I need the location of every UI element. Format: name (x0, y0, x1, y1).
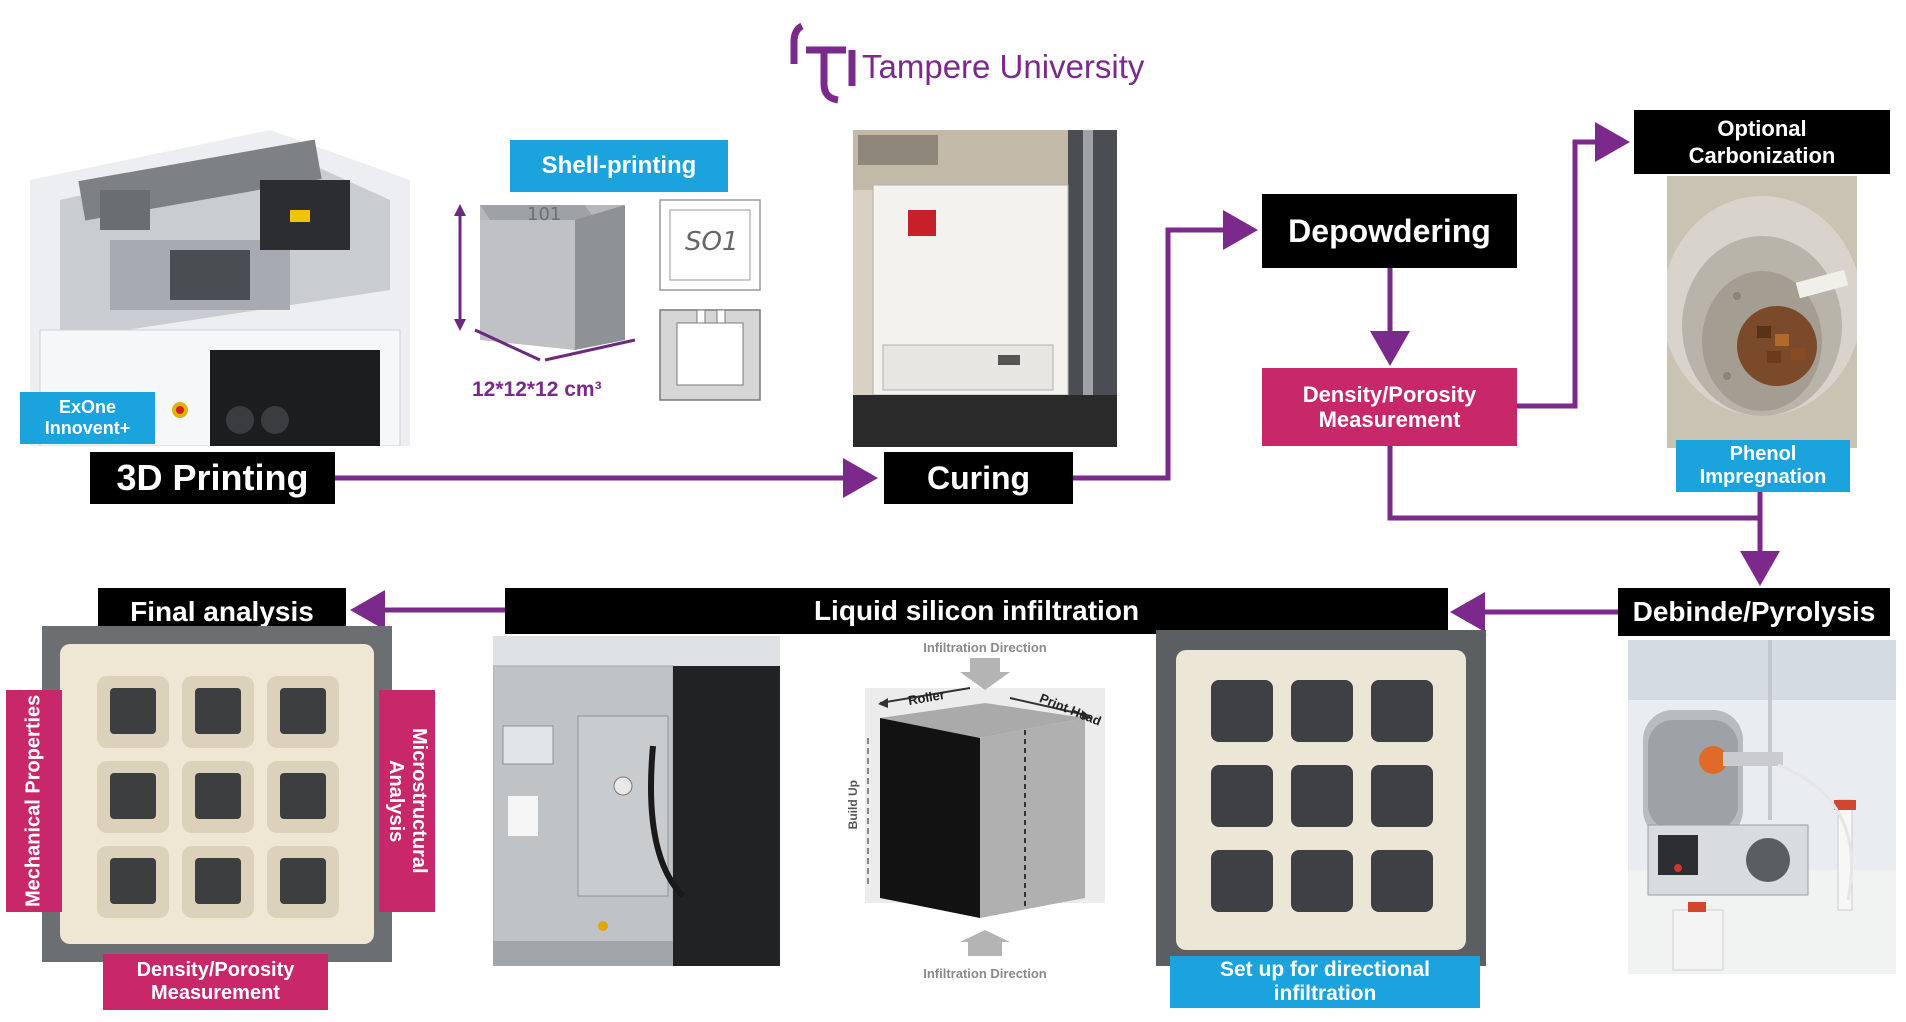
infiltration-cube-diagram: Infiltration Direction Roller Print Head… (846, 640, 1110, 981)
exone-label: ExOne Innovent+ (20, 392, 155, 444)
build-up-label: Build Up (846, 780, 860, 830)
logo-text: Tampere University (862, 48, 1145, 85)
mechanical-properties-label: Mechanical Properties (6, 690, 62, 912)
shell-top-view-sketch: SO1 (655, 195, 765, 295)
step-curing: Curing (884, 452, 1073, 504)
final-samples-photo (42, 626, 392, 962)
logo: Tampere University (790, 20, 1150, 104)
tampere-logo-icon (790, 22, 856, 104)
infiltration-direction-bottom: Infiltration Direction (923, 966, 1047, 981)
lsi-furnace-photo (493, 636, 780, 966)
step-depowdering: Depowdering (1262, 194, 1517, 268)
mechanical-properties-text: Mechanical Properties (22, 694, 45, 908)
directional-setup-photo (1156, 630, 1486, 966)
step-density-porosity-1: Density/Porosity Measurement (1262, 368, 1517, 446)
step-liquid-silicon-infiltration: Liquid silicon infiltration (505, 588, 1448, 634)
step-3d-printing: 3D Printing (90, 452, 335, 504)
step-optional-carbonization: Optional Carbonization (1634, 110, 1890, 174)
shell-printing-label: Shell-printing (510, 140, 728, 192)
cube-mark: 101 (527, 204, 561, 225)
setup-directional-label: Set up for directional infiltration (1170, 956, 1480, 1008)
pyrolysis-furnace-photo (1628, 640, 1896, 974)
shell-cube-drawing: 101 (445, 200, 645, 370)
density-porosity-label-2: Density/Porosity Measurement (103, 954, 328, 1010)
dimension-label: 12*12*12 cm³ (472, 378, 602, 401)
microstructural-analysis-text: Microstructural Analysis (385, 728, 430, 874)
sketch-text: SO1 (685, 227, 739, 257)
infiltration-direction-top: Infiltration Direction (923, 640, 1047, 655)
curing-oven-photo (853, 130, 1117, 447)
microstructural-analysis-label: Microstructural Analysis (379, 690, 435, 912)
phenol-impregnation-photo (1667, 176, 1857, 448)
exone-printer-photo (20, 120, 416, 446)
arrow-density-carbonization (1516, 122, 1630, 409)
shell-section-sketch (655, 305, 765, 405)
step-debinde-pyrolysis: Debinde/Pyrolysis (1618, 588, 1890, 636)
phenol-impregnation-label: Phenol Impregnation (1676, 440, 1850, 492)
